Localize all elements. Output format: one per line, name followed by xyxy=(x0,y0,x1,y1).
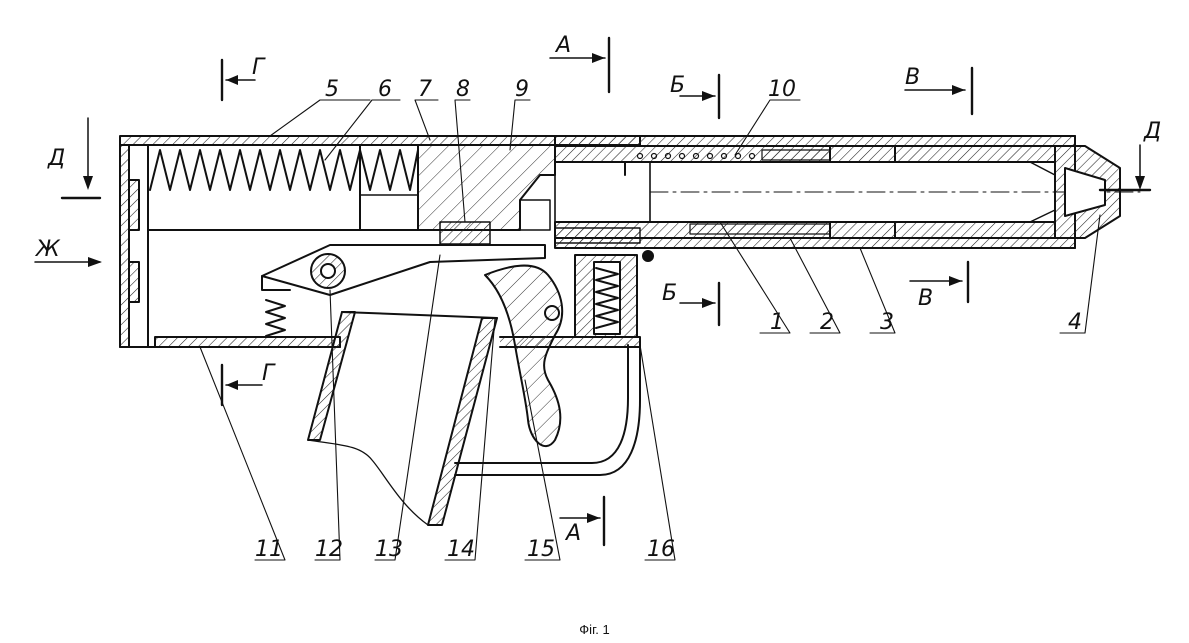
label-6: 6 xyxy=(378,77,392,102)
section-g-bottom: Г xyxy=(262,361,276,386)
section-b-bottom: Б xyxy=(662,281,677,306)
label-11: 11 xyxy=(255,537,283,562)
ball-row xyxy=(636,152,756,160)
label-8: 8 xyxy=(456,77,470,102)
label-7: 7 xyxy=(418,77,432,102)
label-1: 1 xyxy=(770,310,784,335)
section-d-left: Д xyxy=(47,146,65,171)
section-b-top: Б xyxy=(670,73,685,98)
leader-lines xyxy=(199,99,1101,561)
main-spring xyxy=(149,144,419,231)
section-d-right: Д xyxy=(1143,119,1161,144)
section-a-top: А xyxy=(554,33,571,58)
label-13: 13 xyxy=(375,537,403,562)
grip xyxy=(307,311,498,526)
section-v-top: В xyxy=(905,65,920,90)
label-16: 16 xyxy=(647,537,675,562)
figure-caption: Фіг. 1 xyxy=(579,622,610,637)
label-4: 4 xyxy=(1068,310,1082,335)
section-a-bottom: А xyxy=(564,521,581,546)
trigger-guard xyxy=(454,344,641,476)
bolt-piston xyxy=(417,144,556,231)
trigger-spring-housing xyxy=(554,227,654,338)
section-letters: Г Г А А Б Б В В Д Д Ж xyxy=(34,33,1161,546)
label-3: 3 xyxy=(880,310,894,335)
label-9: 9 xyxy=(515,77,529,102)
section-zh: Ж xyxy=(34,237,61,262)
label-14: 14 xyxy=(447,537,475,562)
label-5: 5 xyxy=(325,77,339,102)
label-12: 12 xyxy=(315,537,343,562)
label-2: 2 xyxy=(820,310,834,335)
part-labels: 5 6 7 8 9 10 1 2 3 4 11 12 13 14 15 16 xyxy=(255,77,1082,562)
barrel xyxy=(554,145,1141,239)
trigger xyxy=(484,264,564,448)
muzzle-nozzle xyxy=(1054,145,1121,239)
section-g-top: Г xyxy=(252,55,266,80)
arrowheads xyxy=(83,53,1145,523)
label-15: 15 xyxy=(527,537,555,562)
section-v-bottom: В xyxy=(918,286,933,311)
label-10: 10 xyxy=(768,77,796,102)
